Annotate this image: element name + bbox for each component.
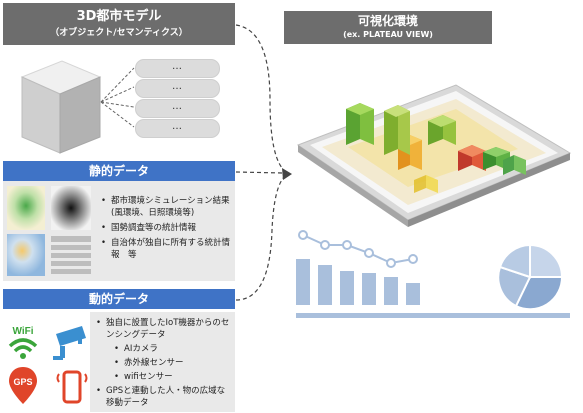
city-model-graphic — [20, 60, 135, 154]
static-data-header: 静的データ — [3, 161, 235, 181]
pie-chart-icon — [497, 243, 564, 311]
city-model-title: 3D都市モデル — [76, 9, 162, 24]
chart-baseline — [296, 313, 570, 318]
city-model-subtitle: （オブジェクト/セマンティクス） — [50, 28, 188, 38]
gps-pin-icon: GPS — [9, 367, 37, 404]
cube-attribute-connectors — [100, 67, 135, 128]
phone-icon — [56, 370, 88, 404]
building — [384, 105, 410, 155]
building — [428, 115, 456, 145]
list-item: 国勢調査等の統計情報 — [101, 222, 231, 234]
building — [414, 175, 438, 193]
dynamic-data-header: 動的データ — [3, 289, 235, 309]
list-item: 都市環境シミュレーション結果(風環境、日照環境等) — [101, 195, 231, 219]
list-item: GPSと連動した人・物の広域な移動データ — [96, 385, 232, 409]
attribute-item: … — [135, 79, 220, 98]
attribute-item: … — [135, 59, 220, 78]
heatmap-thumbnail — [7, 186, 45, 230]
static-data-list: 都市環境シミュレーション結果(風環境、日照環境等) 国勢調査等の統計情報 自治体… — [101, 195, 231, 261]
visualization-subtitle: (ex. PLATEAU VIEW) — [343, 30, 433, 39]
wifi-icon: WiFi — [8, 326, 38, 359]
heatmap-thumbnail — [51, 186, 91, 230]
list-item: 自治体が独自に所有する統計情報 等 — [101, 237, 231, 261]
tablet-3d-city — [296, 84, 572, 227]
building — [458, 145, 486, 171]
table-thumbnail — [51, 236, 91, 274]
static-data-panel: 都市環境シミュレーション結果(風環境、日照環境等) 国勢調査等の統計情報 自治体… — [3, 181, 235, 281]
static-data-thumbnails — [7, 186, 91, 276]
visualization-title: 可視化環境 — [357, 14, 418, 28]
list-item: 独自に設置したIoT機器からのセンシングデータ — [96, 317, 232, 341]
line-chart-icon — [298, 230, 418, 268]
gps-label: GPS — [13, 377, 32, 387]
heatmap-thumbnail — [7, 234, 45, 276]
building — [503, 155, 526, 175]
list-item: wifiセンサー — [96, 371, 232, 383]
wifi-label: WiFi — [12, 326, 33, 337]
attribute-item: … — [135, 119, 220, 138]
dynamic-data-icons: WiFi GPS — [8, 326, 88, 404]
dynamic-data-list: 独自に設置したIoT機器からのセンシングデータ AIカメラ 赤外線センサー wi… — [96, 317, 232, 409]
attribute-item: … — [135, 99, 220, 118]
bar-chart-icon — [296, 259, 420, 305]
dynamic-data-panel: 独自に設置したIoT機器からのセンシングデータ AIカメラ 赤外線センサー wi… — [90, 312, 235, 412]
cube-icon — [20, 60, 102, 154]
camera-icon — [53, 326, 86, 360]
city-model-header: 3D都市モデル （オブジェクト/セマンティクス） — [3, 3, 235, 45]
list-item: AIカメラ — [96, 343, 232, 355]
building — [346, 103, 374, 145]
list-item: 赤外線センサー — [96, 357, 232, 369]
visualization-header: 可視化環境 (ex. PLATEAU VIEW) — [284, 11, 492, 44]
analytics-charts — [296, 230, 570, 318]
